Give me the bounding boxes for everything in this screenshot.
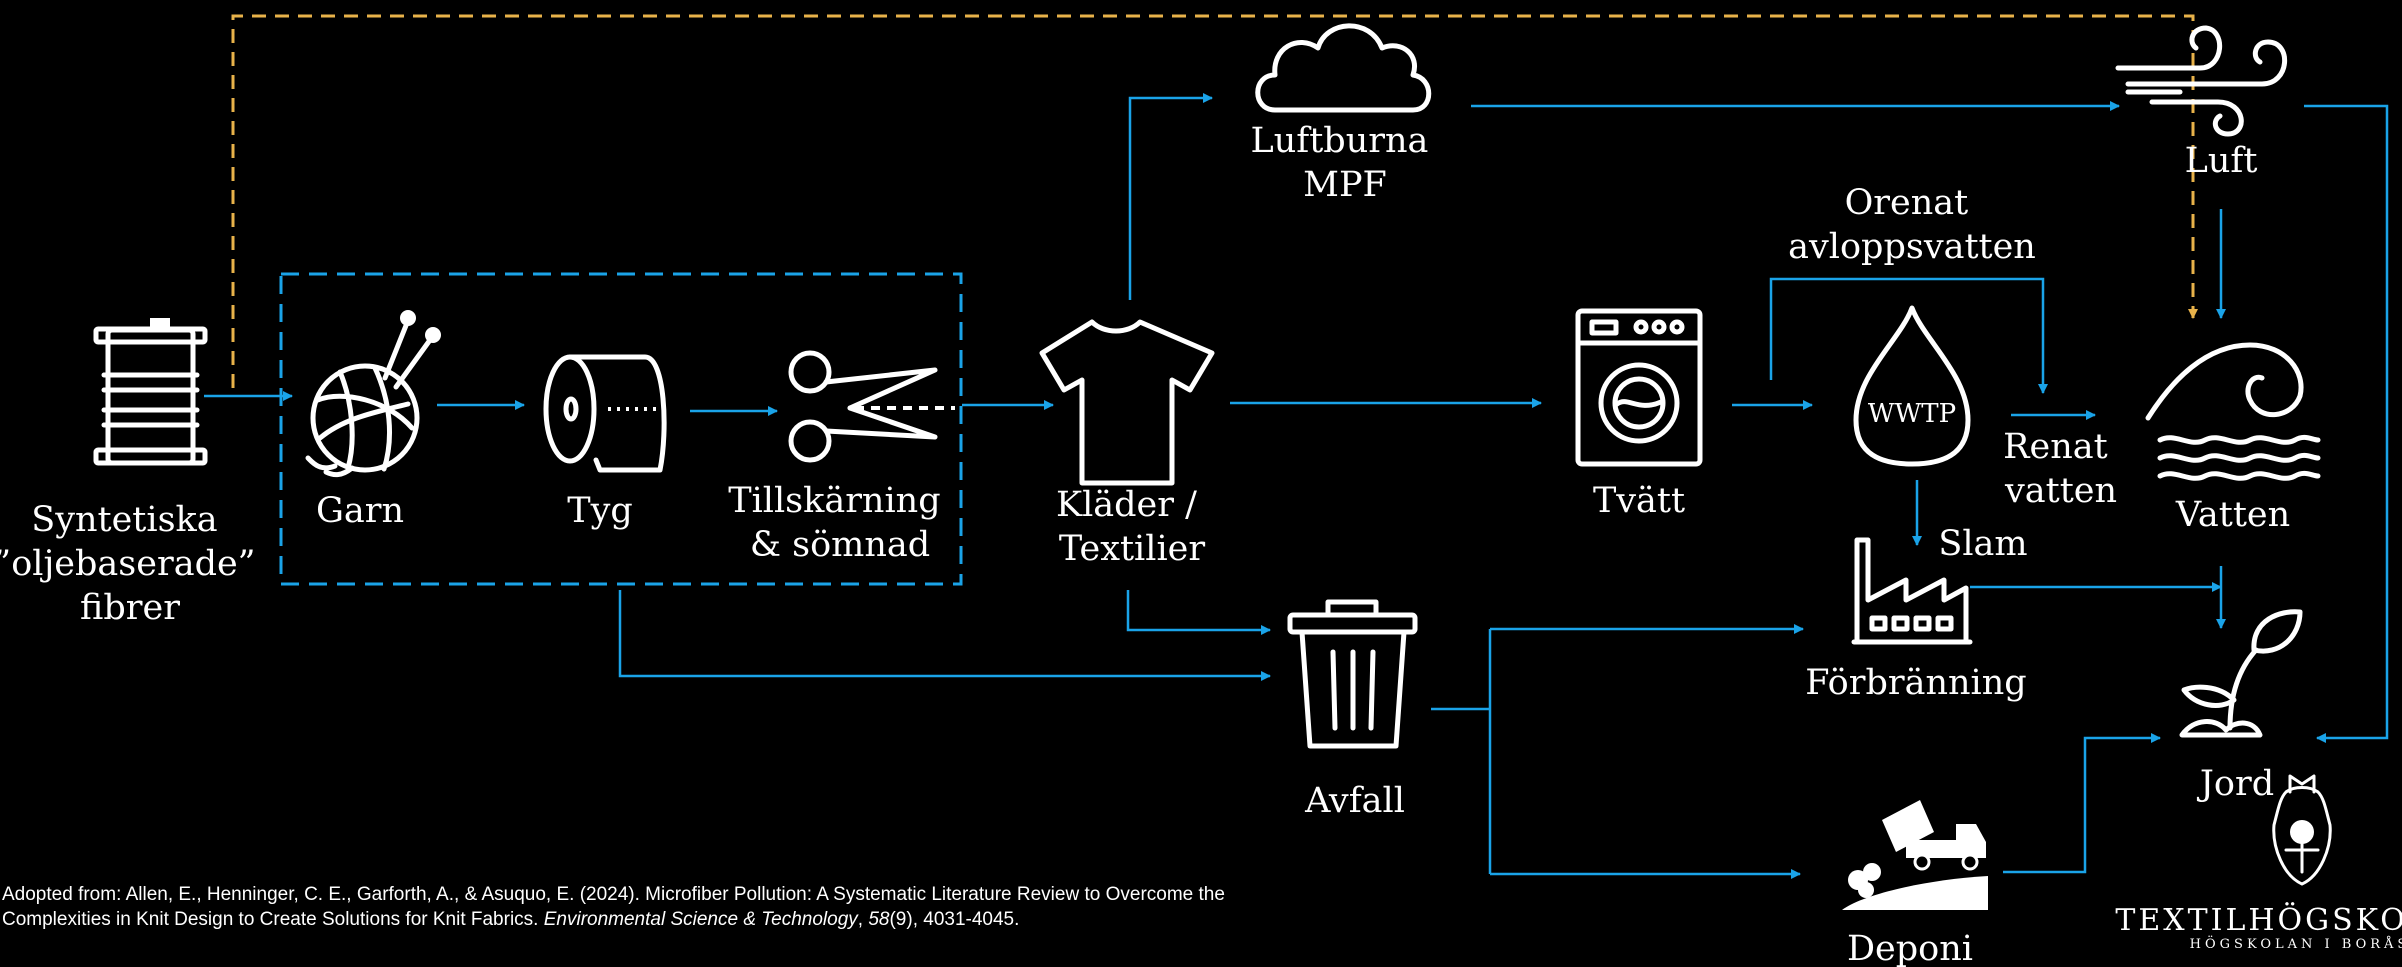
landfill-label: Deponi [1847, 929, 1973, 967]
tshirt-icon [1039, 319, 1215, 486]
untreated-water-label: Orenat avloppsvatten [1788, 183, 2036, 267]
water-label: Vatten [2175, 495, 2290, 535]
logo-name: TEXTILHÖGSKOLAN [2115, 902, 2402, 938]
washing-machine-icon [1575, 308, 1703, 467]
clothes-label: Kläder / Textilier [1056, 485, 1208, 569]
sludge-label: Slam [1938, 524, 2027, 564]
cloud-icon [1255, 23, 1432, 113]
citation-pages: (9), 4031-4045. [889, 909, 1020, 930]
fibers-label: Syntetiska ”oljebaserade” fibrer [0, 500, 267, 628]
node-labels: Syntetiska ”oljebaserade” fibrer Garn Ty… [0, 121, 2290, 967]
citation-text: Adopted from: Allen, E., Henninger, C. E… [2, 884, 1225, 930]
production-box [279, 272, 963, 586]
direct-emission-path [231, 14, 2198, 388]
water-drop-icon: WWTP [1853, 305, 1971, 467]
wind-icon [2115, 25, 2287, 137]
oil-barrel-icon [93, 318, 208, 466]
trash-bin-icon [1287, 599, 1418, 749]
fabric-roll-icon [543, 354, 667, 473]
incineration-label: Förbränning [1805, 663, 2026, 703]
washing-label: Tvätt [1593, 481, 1685, 521]
scissors-icon [788, 350, 955, 463]
factory-icon [1851, 537, 1973, 645]
fabric-label: Tyg [567, 491, 633, 531]
flow-arrows [204, 93, 2389, 879]
yarn-ball-icon [305, 310, 441, 478]
sprout-icon [2179, 609, 2303, 738]
logo-subtitle: HÖGSKOLAN I BORÅS [2190, 935, 2402, 952]
treated-water-label: Renat vatten [2003, 427, 2119, 511]
soil-label: Jord [2197, 764, 2274, 804]
airborne-label: Luftburna MPF [1250, 121, 1439, 205]
wwtp-label: WWTP [1868, 399, 1956, 429]
citation-sep: , [857, 909, 869, 930]
cutting-label: Tillskärning & sömnad [728, 481, 952, 565]
wave-icon [2145, 342, 2321, 481]
air-label: Luft [2185, 141, 2258, 181]
citation: Adopted from: Allen, E., Henninger, C. E… [2, 882, 1252, 932]
citation-journal: Environmental Science & Technology [543, 909, 858, 930]
dump-truck-icon [1842, 800, 1988, 910]
citation-volume: 58 [868, 909, 890, 930]
crest-icon [2272, 774, 2332, 886]
yarn-label: Garn [316, 491, 404, 531]
waste-label: Avfall [1304, 781, 1405, 821]
